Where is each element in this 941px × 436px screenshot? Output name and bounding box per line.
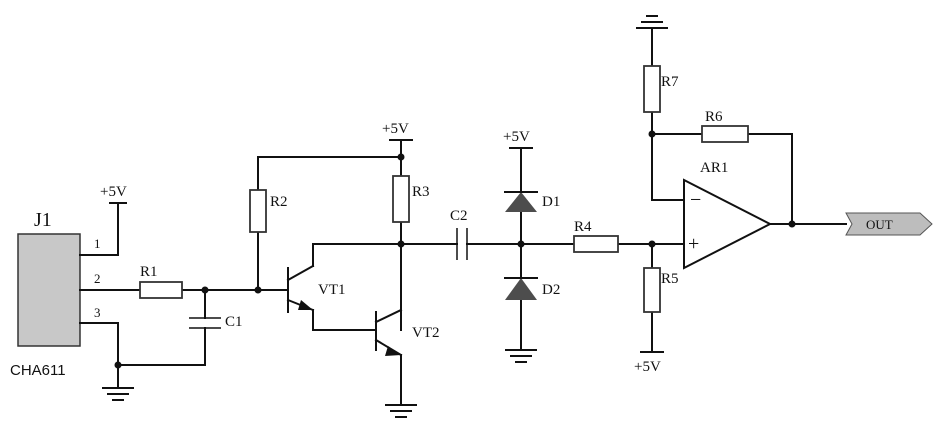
ar1-label: AR1 [700,160,728,176]
output-label: OUT [866,217,893,232]
output-tag: OUT [845,212,933,236]
r4-label: R4 [574,219,592,235]
transistor-vt1: VT1 [286,264,346,313]
connector-body [17,233,81,347]
d1-label: D1 [542,194,560,210]
connector-j1: J1 CHA611 1 2 3 [10,209,101,379]
opamp-ar1: − + AR1 [683,160,773,270]
power-label-r5: +5V [634,359,661,375]
diode-d2: D2 [504,277,560,300]
transistor-vt2: VT2 [374,299,440,357]
capacitor-c1: C1 [189,314,243,330]
d2-label: D2 [542,282,560,298]
r2-label: R2 [270,194,288,210]
r5-label: R5 [661,271,679,287]
r1-label: R1 [140,264,158,280]
r7-label: R7 [661,74,679,90]
power-label-j1: +5V [100,184,127,200]
resistor-r2: R2 [249,189,288,233]
ground-j1-icon [102,387,134,401]
resistor-r4: R4 [573,219,619,253]
pin-1-label: 1 [94,236,101,251]
junctions [114,130,796,369]
resistor-r7: R7 [643,65,679,113]
pin-2-label: 2 [94,271,101,286]
resistor-r5: R5 [643,267,679,313]
r3-label: R3 [412,184,430,200]
opamp-plus-sign: + [688,233,699,255]
vt2-label: VT2 [412,325,440,341]
resistor-r6: R6 [701,109,749,143]
vt1-label: VT1 [318,282,346,298]
c1-label: C1 [225,314,243,330]
ground-r7-icon [636,15,668,29]
resistor-r1: R1 [139,264,183,299]
connector-part-number: CHA611 [10,362,66,379]
resistor-r3: R3 [392,175,430,223]
ground-d2-icon [505,349,537,363]
r6-label: R6 [705,109,723,125]
power-label-d1: +5V [503,129,530,145]
connector-ref: J1 [34,209,52,231]
pin-3-label: 3 [94,305,101,320]
diode-d1: D1 [504,191,560,212]
capacitor-c2: C2 [450,208,468,260]
ground-vt2-icon [385,404,417,418]
opamp-minus-sign: − [690,189,701,211]
c2-label: C2 [450,208,468,224]
power-label-r3: +5V [382,121,409,137]
